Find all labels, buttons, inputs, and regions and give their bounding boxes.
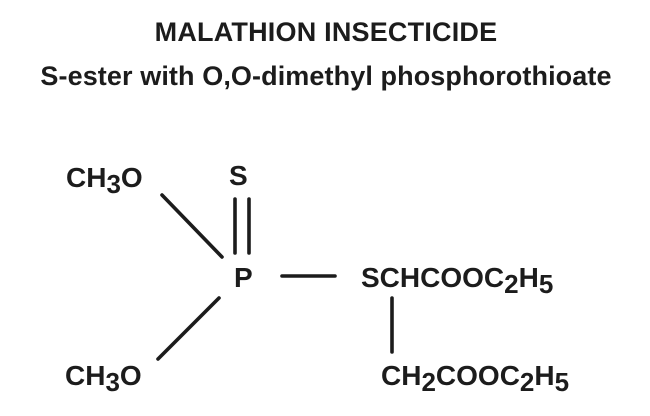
methoxy-top-subscript: 3 (106, 169, 121, 199)
bond-methoxy-bottom-to-p (156, 296, 221, 361)
diagram-title: MALATHION INSECTICIDE (154, 17, 498, 47)
ester-chain: CH2COOC2H5 (381, 360, 569, 396)
thione-sulfur: S (229, 160, 248, 191)
methoxy-group-top: CH3O (66, 162, 143, 198)
methoxy-top-o: O (120, 162, 143, 193)
ester-sub3: 5 (554, 367, 570, 397)
thioether-part2: H (518, 262, 539, 293)
ester-sub1: 2 (421, 367, 436, 397)
methoxy-bottom-o: O (119, 360, 142, 391)
ester-part2: COOC (435, 360, 520, 391)
methoxy-bottom-ch: CH (65, 360, 106, 391)
methoxy-group-bottom: CH3O (65, 360, 142, 396)
thioether-sub1: 2 (504, 269, 519, 299)
phosphorus-atom: P (234, 262, 253, 293)
methoxy-top-ch: CH (66, 162, 107, 193)
ester-sub2: 2 (519, 367, 535, 397)
thioether-chain: SCHCOOC2H5 (361, 262, 553, 298)
diagram-subtitle: S-ester with O,O-dimethyl phosphorothioa… (40, 61, 612, 91)
ester-part1: CH (381, 360, 422, 391)
thioether-sub2: 5 (538, 269, 554, 299)
thioether-part1: SCHCOOC (361, 262, 505, 293)
ester-part3: H (534, 360, 555, 391)
methoxy-bottom-subscript: 3 (105, 367, 120, 397)
bond-methoxy-top-to-p (160, 193, 224, 259)
